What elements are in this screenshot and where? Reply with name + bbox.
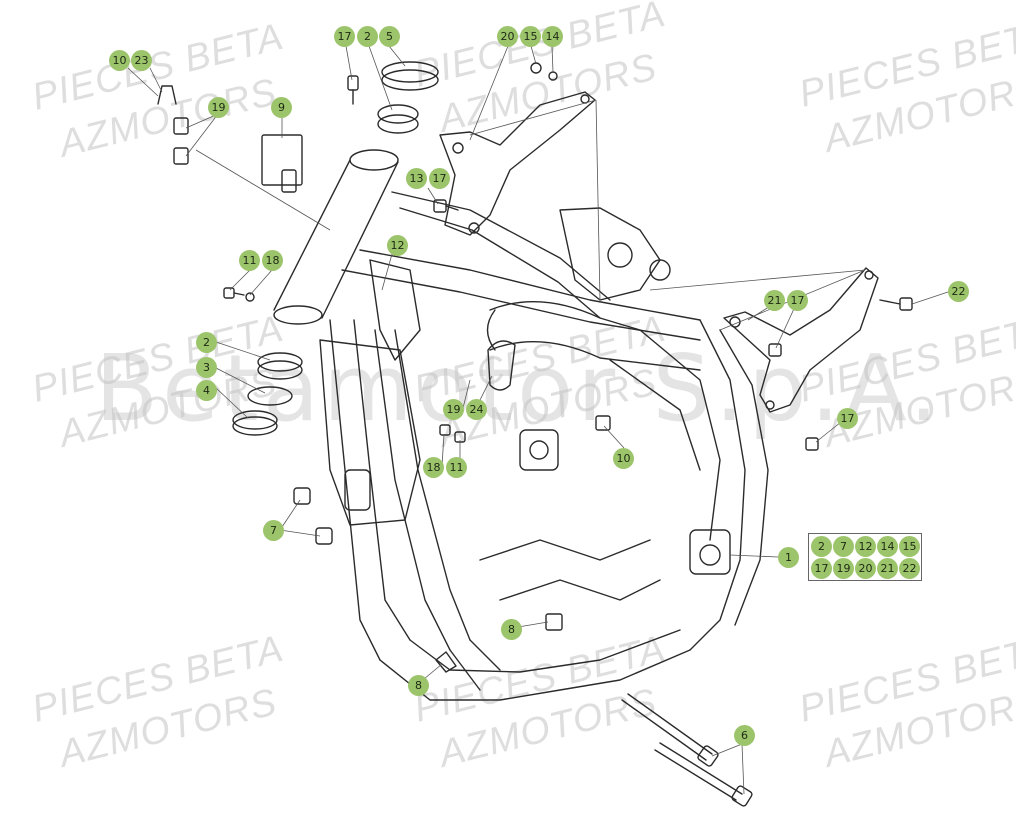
kit-part[interactable]: 7	[833, 536, 854, 557]
callout-part-19[interactable]: 19	[443, 399, 464, 420]
callout-part-12[interactable]: 12	[387, 235, 408, 256]
kit-part[interactable]: 22	[899, 558, 920, 579]
callout-part-11[interactable]: 11	[446, 457, 467, 478]
callout-part-18[interactable]: 18	[262, 250, 283, 271]
callout-part-18[interactable]: 18	[423, 457, 444, 478]
subframe-bracket-right	[723, 267, 879, 413]
frame-rear-loop	[609, 319, 769, 651]
callout-part-9[interactable]: 9	[271, 97, 292, 118]
callout-part-11[interactable]: 11	[239, 250, 260, 271]
frame-side-plate	[319, 339, 421, 526]
callout-part-24[interactable]: 24	[466, 399, 487, 420]
callout-part-10[interactable]: 10	[613, 448, 634, 469]
kit-part[interactable]: 2	[811, 536, 832, 557]
steering-head-tube	[273, 149, 399, 325]
callout-part-10[interactable]: 10	[109, 50, 130, 71]
callout-part-6[interactable]: 6	[734, 725, 755, 746]
kit-part[interactable]: 14	[877, 536, 898, 557]
kit-part[interactable]: 12	[855, 536, 876, 557]
callout-part-17[interactable]: 17	[787, 290, 808, 311]
callout-part-13[interactable]: 13	[406, 168, 427, 189]
callout-part-15[interactable]: 15	[520, 26, 541, 47]
subframe-bracket-left	[439, 91, 596, 236]
bearing-parts	[232, 61, 439, 436]
leader-lines	[127, 45, 949, 795]
callout-part-4[interactable]: 4	[196, 380, 217, 401]
callout-part-20[interactable]: 20	[497, 26, 518, 47]
kit-part[interactable]: 19	[833, 558, 854, 579]
callout-part-7[interactable]: 7	[263, 520, 284, 541]
frame-brackets	[369, 207, 731, 575]
callout-part-1[interactable]: 1	[778, 547, 799, 568]
callout-part-2[interactable]: 2	[357, 26, 378, 47]
kit-part[interactable]: 17	[811, 558, 832, 579]
fasteners	[157, 62, 913, 673]
callout-part-8[interactable]: 8	[501, 619, 522, 640]
callout-part-17[interactable]: 17	[837, 408, 858, 429]
kit-part[interactable]: 20	[855, 558, 876, 579]
frame-lower-cradle	[379, 539, 691, 701]
kit-part[interactable]: 15	[899, 536, 920, 557]
callout-part-14[interactable]: 14	[542, 26, 563, 47]
callout-part-17[interactable]: 17	[429, 168, 450, 189]
callout-part-8[interactable]: 8	[408, 675, 429, 696]
frame-main-spars	[341, 191, 701, 371]
callout-part-2[interactable]: 2	[196, 332, 217, 353]
kit-components-box: 2 7 12 14 15 17 19 20 21 22	[808, 533, 922, 581]
long-bolts	[621, 693, 753, 807]
kit-part[interactable]: 21	[877, 558, 898, 579]
callout-part-5[interactable]: 5	[379, 26, 400, 47]
callout-part-3[interactable]: 3	[196, 357, 217, 378]
callout-part-21[interactable]: 21	[764, 290, 785, 311]
callout-part-22[interactable]: 22	[948, 281, 969, 302]
callout-part-17[interactable]: 17	[334, 26, 355, 47]
frame-down-tubes	[329, 319, 471, 661]
callout-part-19[interactable]: 19	[208, 97, 229, 118]
callout-part-23[interactable]: 23	[131, 50, 152, 71]
